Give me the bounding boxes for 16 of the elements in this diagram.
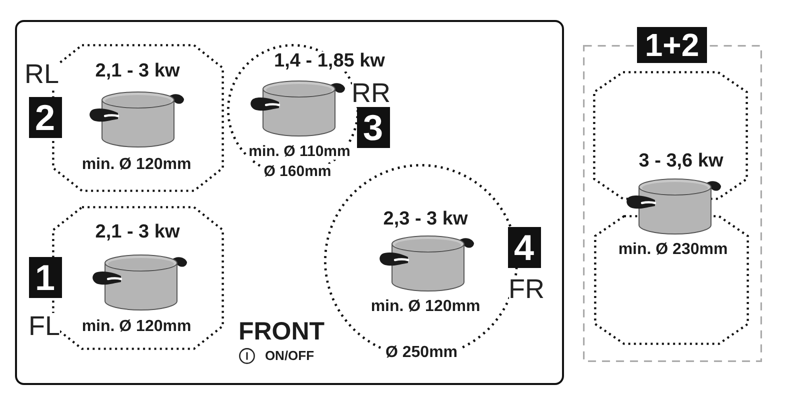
- combined-zone: [583, 27, 763, 364]
- power-rating: 1,4 - 1,85 kw: [272, 51, 387, 72]
- min-pot-diameter: min. Ø 110mm: [246, 143, 352, 160]
- position-label: RL: [24, 60, 60, 88]
- power-rating: 2,3 - 3 kw: [381, 209, 470, 230]
- zone-number: 4: [508, 226, 540, 268]
- on-off-label: ON/OFF: [262, 348, 316, 363]
- zone-number: 1: [28, 256, 62, 298]
- zone-number: 3: [356, 106, 390, 148]
- power-rating: 2,1 - 3 kw: [93, 222, 182, 243]
- power-rating: 3 - 3,6 kw: [636, 152, 726, 172]
- power-rating: 2,1 - 3 kw: [93, 61, 182, 82]
- zone-number: 2: [28, 96, 62, 138]
- position-label: RR: [352, 80, 390, 106]
- cooktop-panel: [15, 20, 564, 385]
- zone-number: 1+2: [637, 27, 707, 63]
